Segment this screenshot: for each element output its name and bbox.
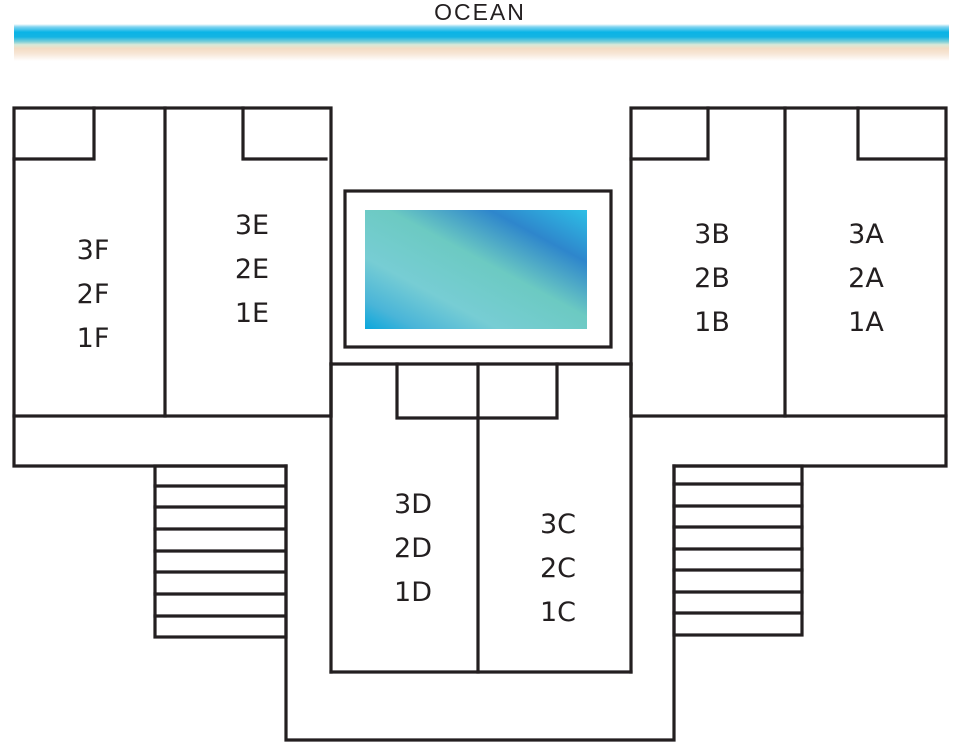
unit-label-2F: 2F — [77, 279, 110, 310]
unit-label-3D: 3D — [394, 489, 432, 520]
unit-label-1F: 1F — [77, 323, 110, 354]
unit-A[interactable]: 3A 2A 1A — [787, 161, 944, 414]
unit-label-3C: 3C — [540, 509, 576, 540]
unit-label-2C: 2C — [540, 553, 576, 584]
unit-label-2B: 2B — [694, 263, 730, 294]
unit-label-1B: 1B — [694, 307, 730, 338]
pool-area — [343, 189, 613, 349]
unit-E[interactable]: 3E 2E 1E — [167, 161, 329, 414]
unit-B[interactable]: 3B 2B 1B — [633, 161, 783, 414]
ocean-label: OCEAN — [434, 0, 526, 25]
unit-C[interactable]: 3C 2C 1C — [480, 420, 629, 670]
unit-label-1E: 1E — [235, 298, 269, 329]
center-wing — [329, 362, 633, 674]
stairs-left-icon — [153, 464, 288, 639]
unit-label-2E: 2E — [235, 254, 269, 285]
unit-F[interactable]: 3F 2F 1F — [16, 161, 163, 414]
unit-label-3F: 3F — [77, 235, 110, 266]
pool-icon — [365, 210, 587, 329]
stairs-right-icon — [672, 464, 804, 637]
unit-label-2D: 2D — [394, 533, 432, 564]
unit-D[interactable]: 3D 2D 1D — [333, 420, 476, 670]
unit-label-3E: 3E — [235, 210, 269, 241]
unit-label-2A: 2A — [848, 263, 884, 294]
unit-label-1D: 1D — [394, 577, 432, 608]
unit-label-3B: 3B — [694, 219, 730, 250]
unit-label-1A: 1A — [848, 307, 884, 338]
ocean-band — [14, 24, 949, 61]
unit-label-1C: 1C — [540, 597, 576, 628]
unit-label-3A: 3A — [848, 219, 884, 250]
